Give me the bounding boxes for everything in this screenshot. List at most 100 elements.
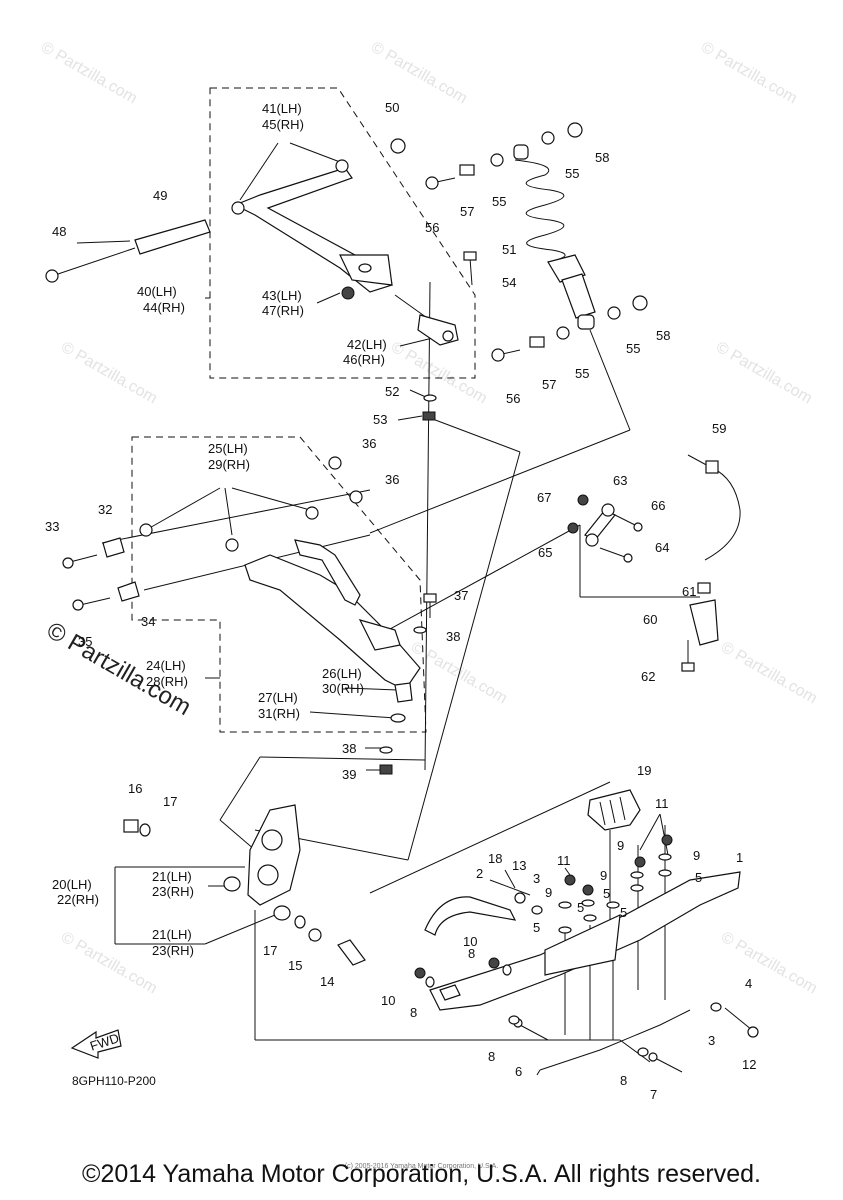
knuckle-hole <box>261 829 283 851</box>
part-label: 34 <box>141 614 155 629</box>
part-label: 57 <box>542 377 556 392</box>
part-label: 27(LH) <box>258 690 298 705</box>
bolt-64 <box>599 547 633 563</box>
collar-14 <box>337 939 366 966</box>
part-label: 37 <box>454 588 468 603</box>
collar-55 <box>490 153 504 167</box>
part-label: 8 <box>488 1049 495 1064</box>
collar-36 <box>349 490 363 504</box>
washer-8 <box>637 1047 649 1057</box>
watermark: © Partzilla.com <box>698 39 800 108</box>
part-label: 65 <box>538 545 552 560</box>
washer-38 <box>379 746 393 754</box>
nut-43 <box>341 286 355 300</box>
washer-27 <box>390 713 406 723</box>
part-label: 58 <box>595 150 609 165</box>
nut-58 <box>567 122 583 138</box>
part-label: 55 <box>565 166 579 181</box>
part-label: 17 <box>163 794 177 809</box>
collar-55 <box>541 131 555 145</box>
part-label: 5 <box>620 905 627 920</box>
washer-3 <box>531 905 543 915</box>
part-label: 9 <box>545 885 552 900</box>
part-label: 1 <box>736 850 743 865</box>
part-label: 5 <box>695 870 702 885</box>
cable-59 <box>687 454 741 561</box>
part-label: 3 <box>533 871 540 886</box>
nut-58 <box>632 295 648 311</box>
collar-49 <box>134 219 211 255</box>
copyright-notice: ©2014 Yamaha Motor Corporation, U.S.A. A… <box>82 1160 761 1188</box>
washer-52 <box>423 394 437 402</box>
nut-11 <box>564 874 576 886</box>
part-label: 54 <box>502 275 516 290</box>
nut-11 <box>634 856 646 868</box>
nut-11 <box>582 884 594 896</box>
washer-5 <box>583 914 597 922</box>
part-label: 57 <box>460 204 474 219</box>
part-label: 55 <box>575 366 589 381</box>
part-label: 53 <box>373 412 387 427</box>
washer-9 <box>658 853 672 861</box>
part-label: 52 <box>385 384 399 399</box>
part-label: 11 <box>557 853 571 868</box>
nut-67 <box>577 494 589 506</box>
part-label: 5 <box>533 920 540 935</box>
part-label: 10 <box>463 934 477 949</box>
part-label: 5 <box>577 900 584 915</box>
washer-5 <box>606 901 620 909</box>
bolt-48 <box>45 247 136 283</box>
part-label: 11 <box>655 796 669 811</box>
bushing-41 <box>231 201 245 215</box>
part-label: 64 <box>655 540 669 555</box>
nut-11 <box>661 834 673 846</box>
part-label: 36 <box>362 436 376 451</box>
washer-5 <box>558 926 572 934</box>
collar-36 <box>328 456 342 470</box>
part-label: 45(RH) <box>262 117 304 132</box>
watermark: © Partzilla.com <box>718 639 820 708</box>
bolt-6 <box>513 1018 549 1041</box>
watermark: © Partzilla.com <box>388 339 490 408</box>
collar-13 <box>514 892 526 904</box>
part-label: 2 <box>476 866 483 881</box>
washer-8 <box>508 1015 520 1025</box>
collar-55 <box>556 326 570 340</box>
part-label: 43(LH) <box>262 288 302 303</box>
part-label: 5 <box>603 886 610 901</box>
spring-18 <box>504 869 516 889</box>
part-label: 61 <box>682 584 696 599</box>
part-label: 29(RH) <box>208 457 250 472</box>
part-label: 31(RH) <box>258 706 300 721</box>
nut-39 <box>379 764 393 775</box>
bushing-29 <box>305 506 319 520</box>
bolt-37 <box>423 593 437 618</box>
part-label: 49 <box>153 188 167 203</box>
washer-9 <box>630 871 644 879</box>
part-label: 21(LH) <box>152 869 192 884</box>
part-label: 55 <box>626 341 640 356</box>
watermark: © Partzilla.com <box>58 339 160 408</box>
part-label: 35 <box>78 634 92 649</box>
part-label: 58 <box>656 328 670 343</box>
collar-32 <box>102 537 125 558</box>
watermark: © Partzilla.com <box>38 39 140 108</box>
part-label: 67 <box>537 490 551 505</box>
upper-arm-group-box <box>209 87 476 379</box>
bushing-25 <box>225 538 239 552</box>
washer-8 <box>425 976 435 988</box>
nut-10 <box>488 957 500 969</box>
part-label: 20(LH) <box>52 877 92 892</box>
part-label: 59 <box>712 421 726 436</box>
collar-34 <box>117 581 140 602</box>
ski-assembly <box>424 789 741 1076</box>
part-label: 10 <box>381 993 395 1008</box>
bushing-21 <box>223 876 241 892</box>
upper-a-arm <box>233 167 393 293</box>
tiny-credit: (c) 2005-2016 Yamaha Motor Corporation, … <box>344 1163 499 1170</box>
part-label: 9 <box>617 838 624 853</box>
part-label: 33 <box>45 519 59 534</box>
part-label: 23(RH) <box>152 884 194 899</box>
fwd-arrow: FWD <box>70 1029 122 1059</box>
nut-10 <box>414 967 426 979</box>
